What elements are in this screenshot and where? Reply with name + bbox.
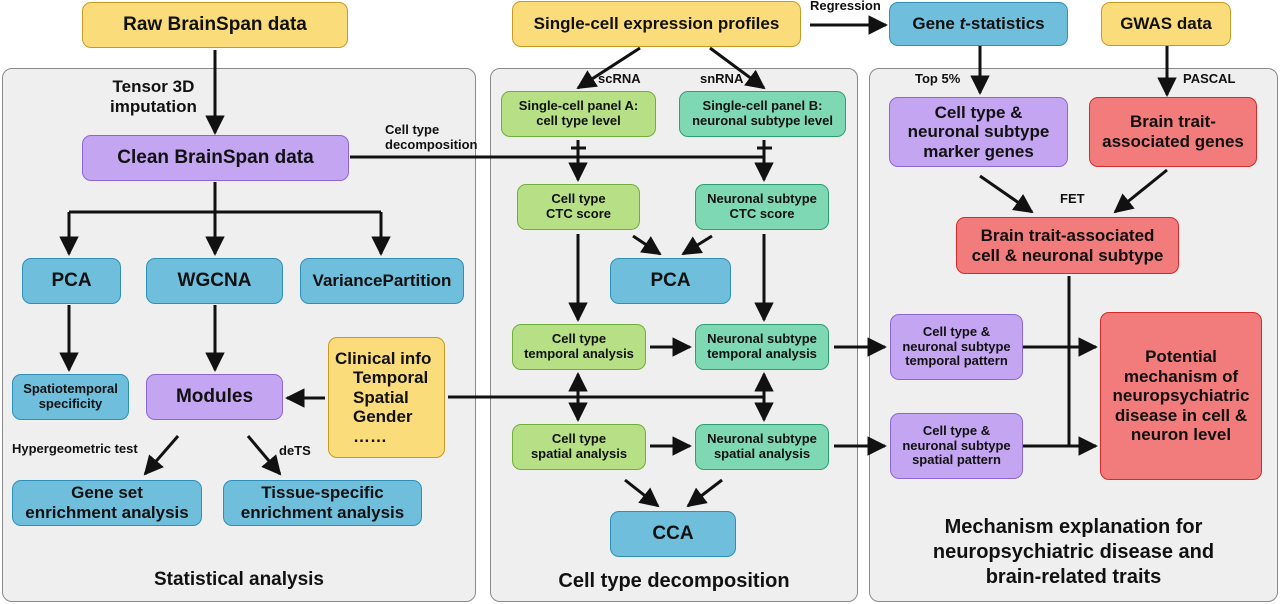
- gwas-data-node: GWAS data: [1101, 2, 1231, 46]
- brain-trait-genes-node: Brain trait-associated genes: [1089, 97, 1257, 167]
- statistical-analysis-title: Statistical analysis: [153, 569, 325, 590]
- single-cell-panel-a-node: Single-cell panel A:cell type level: [501, 91, 656, 137]
- wgcna-node: WGCNA: [146, 258, 283, 304]
- cca-node: CCA: [610, 511, 736, 557]
- gene-t-suffix: -statistics: [965, 14, 1045, 34]
- pascal-label: PASCAL: [1183, 71, 1236, 86]
- pca-left-node: PCA: [22, 258, 121, 304]
- gene-t-statistics-node: Gene t-statistics: [889, 2, 1068, 46]
- clean-brainspan-node: Clean BrainSpan data: [82, 135, 349, 181]
- edge-snrna: [709, 46, 766, 90]
- pca-middle-node: PCA: [610, 258, 731, 304]
- modules-node: Modules: [146, 374, 283, 420]
- hypergeometric-label: Hypergeometric test: [12, 441, 138, 456]
- raw-brainspan-node: Raw BrainSpan data: [82, 2, 348, 48]
- top5-label: Top 5%: [915, 71, 961, 86]
- scrna-label: scRNA: [598, 71, 641, 86]
- cell-type-decomposition-title: Cell type decomposition: [558, 570, 790, 592]
- snrna-label: snRNA: [700, 71, 744, 86]
- single-cell-panel-b-node: Single-cell panel B:neuronal subtype lev…: [679, 91, 846, 137]
- single-cell-profiles-node: Single-cell expression profiles: [512, 1, 801, 47]
- gene-t-italic: t: [959, 14, 966, 34]
- clinical-info-node: Clinical info Temporal Spatial Gender ……: [328, 337, 445, 458]
- dets-label: deTS: [279, 443, 311, 458]
- edge-scrna: [576, 46, 641, 90]
- fet-label: FET: [1060, 191, 1085, 206]
- variance-partition-node: VariancePartition: [300, 258, 464, 304]
- gene-t-prefix: Gene: [912, 14, 960, 34]
- regression-label: Regression: [810, 0, 881, 13]
